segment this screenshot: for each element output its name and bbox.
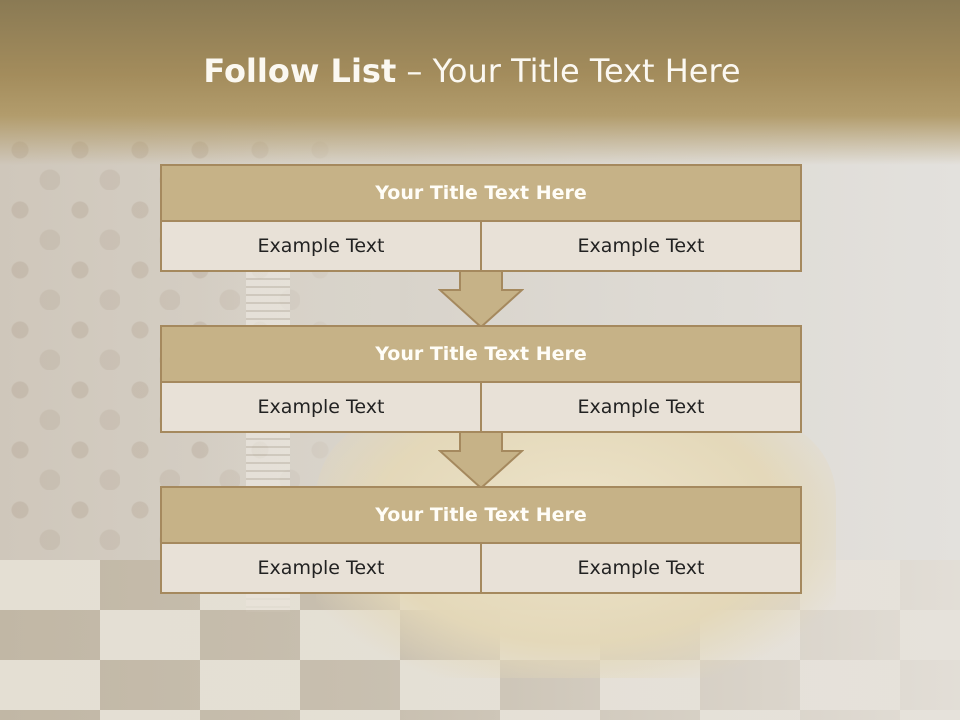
block-cell-left: Example Text bbox=[257, 396, 385, 418]
follow-block-1: Your Title Text Here Example Text Exampl… bbox=[160, 164, 802, 272]
block-cell-left: Example Text bbox=[257, 557, 385, 579]
down-arrow-icon bbox=[438, 431, 524, 489]
block-row: Example Text Example Text bbox=[162, 222, 800, 270]
block-cell-right: Example Text bbox=[480, 383, 800, 431]
block-row: Example Text Example Text bbox=[162, 544, 800, 592]
header-band bbox=[0, 0, 960, 165]
follow-block-3: Your Title Text Here Example Text Exampl… bbox=[160, 486, 802, 594]
follow-block-2: Your Title Text Here Example Text Exampl… bbox=[160, 325, 802, 433]
block-cell-right: Example Text bbox=[480, 222, 800, 270]
slide-title-bold: Follow List bbox=[203, 52, 397, 90]
slide-title: Follow List – Your Title Text Here bbox=[0, 52, 944, 90]
block-title: Your Title Text Here bbox=[162, 488, 800, 544]
block-title: Your Title Text Here bbox=[162, 327, 800, 383]
slide-title-rest: – Your Title Text Here bbox=[406, 52, 741, 90]
block-cell-left: Example Text bbox=[257, 235, 385, 257]
down-arrow-icon bbox=[438, 270, 524, 328]
block-cell-right: Example Text bbox=[480, 544, 800, 592]
block-row: Example Text Example Text bbox=[162, 383, 800, 431]
block-title: Your Title Text Here bbox=[162, 166, 800, 222]
